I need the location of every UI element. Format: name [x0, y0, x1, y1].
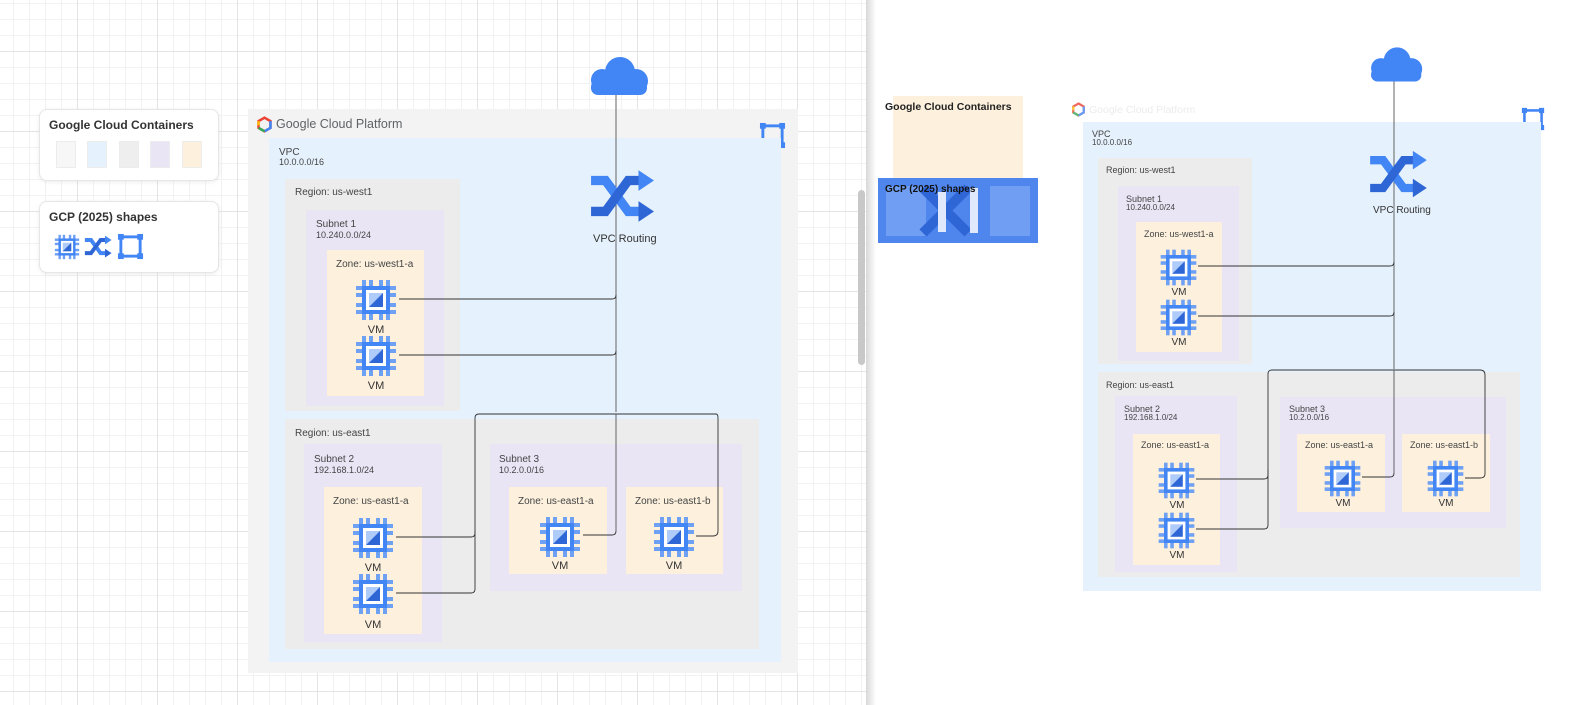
zone-east-b-label: Zone: us-east1-b	[635, 496, 711, 507]
vm-label: VM	[367, 324, 385, 336]
container-swatch-region[interactable]	[119, 141, 139, 168]
subnet1-name: Subnet 1	[1126, 194, 1163, 204]
vm-label: VM	[1171, 287, 1187, 298]
vertical-scrollbar-thumb[interactable]	[858, 190, 865, 365]
containers-palette-title: Google Cloud Containers	[49, 118, 194, 132]
zone-us-west1-a[interactable]	[327, 250, 424, 396]
subnet1-cidr: 10.240.0.0/24	[1126, 203, 1175, 212]
vpc-routing-icon[interactable]	[1368, 149, 1428, 201]
compute-engine-icon[interactable]	[353, 277, 399, 323]
container-swatch-zone[interactable]	[182, 141, 202, 168]
vpc-routing-label: VPC Routing	[593, 233, 657, 245]
split-view-divider[interactable]	[866, 0, 876, 705]
container-swatch-vpc[interactable]	[87, 141, 107, 168]
subnet3-cidr: 10.2.0.0/16	[499, 465, 545, 475]
gcp-logo-text: Google Cloud Platform	[276, 117, 403, 131]
compute-engine-icon[interactable]	[1158, 247, 1199, 288]
vm-label: VM	[1169, 500, 1185, 511]
compute-engine-icon[interactable]	[350, 571, 396, 617]
shapes-palette-card[interactable]: GCP (2025) shapes	[39, 201, 219, 273]
compute-engine-icon[interactable]	[651, 514, 697, 560]
cloud-icon	[1363, 46, 1424, 82]
vm-label: VM	[551, 560, 569, 572]
subnet2-cidr: 192.168.1.0/24	[314, 465, 375, 475]
vpc-cidr: 10.0.0.0/16	[279, 157, 325, 167]
vpc-label: VPC	[279, 147, 300, 158]
containers-palette-card[interactable]: Google Cloud Containers	[39, 109, 219, 181]
compute-engine-icon[interactable]	[1156, 510, 1197, 551]
vm-label: VM	[1169, 550, 1185, 561]
drag-preview-shapes-title: GCP (2025) shapes	[885, 184, 976, 195]
vpc-routing-icon[interactable]	[589, 168, 655, 226]
vm-label: VM	[665, 560, 683, 572]
zone-east-b-label: Zone: us-east1-b	[1410, 440, 1479, 450]
compute-engine-icon[interactable]	[350, 515, 396, 561]
vpc-routing-icon[interactable]	[84, 233, 112, 261]
subnet1-cidr: 10.240.0.0/24	[316, 230, 372, 240]
google-cloud-logo-icon	[1071, 102, 1086, 117]
left-diagram-canvas[interactable]: Google Cloud Containers GCP (2025) shape…	[0, 0, 868, 705]
container-swatch-frame[interactable]	[56, 141, 76, 168]
subnet2-name: Subnet 2	[1124, 404, 1161, 414]
compute-engine-icon[interactable]	[1322, 458, 1363, 499]
compute-engine-icon[interactable]	[353, 333, 399, 379]
compute-engine-icon[interactable]	[53, 233, 81, 261]
vm-label: VM	[1438, 498, 1454, 509]
google-cloud-logo-icon	[256, 116, 273, 133]
zone-west-a-label: Zone: us-west1-a	[336, 259, 414, 270]
right-diagram-canvas[interactable]: Google Cloud Containers GCP (2025) shape…	[868, 0, 1588, 705]
vm-label: VM	[364, 562, 382, 574]
zone-east-a-label-2: Zone: us-east1-a	[518, 496, 594, 507]
compute-engine-icon[interactable]	[1425, 458, 1466, 499]
vm-label: VM	[367, 380, 385, 392]
cloud-icon	[582, 56, 650, 95]
compute-engine-icon[interactable]	[537, 514, 583, 560]
region-east-label: Region: us-east1	[1106, 380, 1175, 390]
compute-engine-icon[interactable]	[1158, 297, 1199, 338]
region-west-label: Region: us-west1	[295, 187, 373, 198]
zone-us-west1-a[interactable]	[1136, 222, 1222, 352]
subnet1-name: Subnet 1	[316, 219, 357, 230]
shapes-palette-title: GCP (2025) shapes	[49, 210, 158, 224]
drag-preview-containers-title: Google Cloud Containers	[885, 101, 1012, 113]
vpc-cidr: 10.0.0.0/16	[1092, 138, 1133, 147]
region-east-label: Region: us-east1	[295, 428, 371, 439]
compute-engine-icon[interactable]	[1156, 460, 1197, 501]
zone-west-a-label: Zone: us-west1-a	[1144, 229, 1214, 239]
drag-preview-shapes-icon	[878, 178, 1038, 243]
region-west-label: Region: us-west1	[1106, 165, 1176, 175]
vm-label: VM	[1335, 498, 1351, 509]
subnet3-cidr: 10.2.0.0/16	[1289, 413, 1330, 422]
subnet3-name: Subnet 3	[499, 454, 540, 465]
gcp-logo-text-faded: Google Cloud Platform	[1089, 104, 1196, 116]
container-swatch-subnet[interactable]	[150, 141, 170, 168]
zone-east-a-label-2: Zone: us-east1-a	[1305, 440, 1374, 450]
zone-east-a-label: Zone: us-east1-a	[1141, 440, 1210, 450]
network-frame-icon[interactable]	[117, 233, 144, 260]
vm-label: VM	[364, 619, 382, 631]
vpc-routing-label: VPC Routing	[1373, 205, 1431, 216]
zone-east-a-label: Zone: us-east1-a	[333, 496, 409, 507]
subnet2-cidr: 192.168.1.0/24	[1124, 413, 1178, 422]
drag-preview-zone	[893, 96, 1023, 184]
vm-label: VM	[1171, 337, 1187, 348]
vpc-label: VPC	[1092, 129, 1111, 139]
subnet2-name: Subnet 2	[314, 454, 355, 465]
